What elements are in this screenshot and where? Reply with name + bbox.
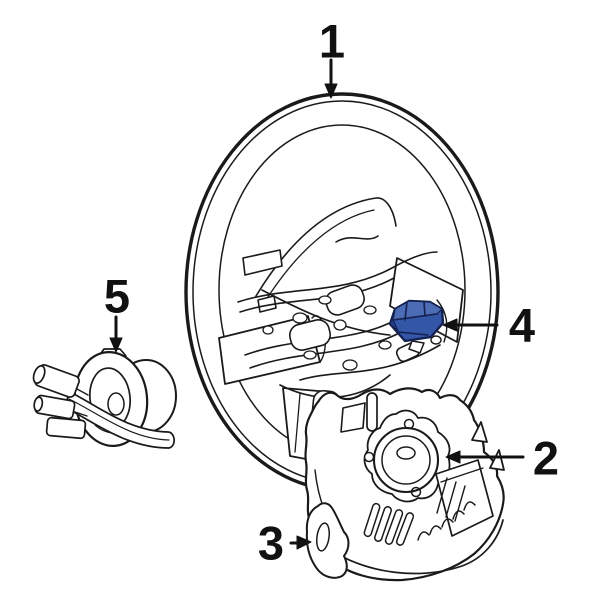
callout-label-2[interactable]: 2: [532, 431, 560, 485]
callout-label-1[interactable]: 1: [318, 14, 346, 68]
wheel-spokes: [218, 257, 464, 463]
callout-label-5[interactable]: 5: [103, 269, 131, 323]
clockspring: [32, 348, 177, 449]
callout-label-3[interactable]: 3: [257, 516, 285, 570]
callout-arrow-4: [442, 318, 499, 332]
callout-arrow-3: [289, 535, 312, 550]
callout-arrow-2: [445, 450, 525, 464]
hub-wiring-detail: [237, 197, 441, 441]
lower-cover: [304, 387, 505, 582]
switch-highlighted-part[interactable]: [388, 299, 445, 354]
callout-label-4[interactable]: 4: [508, 298, 536, 352]
callout-arrow-5: [109, 315, 123, 353]
callout-arrow-1: [324, 58, 338, 99]
mounting-bracket: [305, 502, 350, 579]
